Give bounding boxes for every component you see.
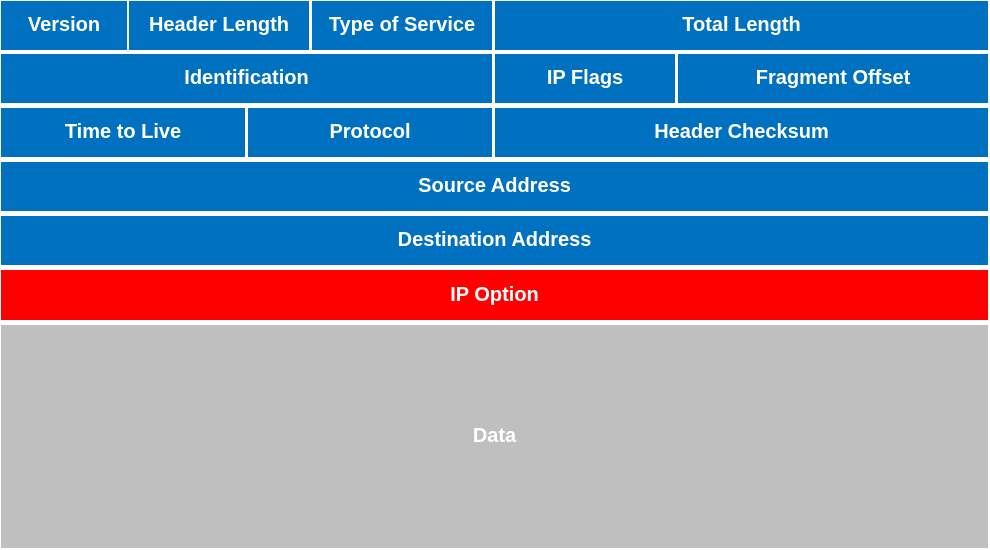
field-protocol: Protocol	[248, 108, 492, 157]
field-version: Version	[1, 1, 127, 50]
field-time-to-live: Time to Live	[1, 108, 245, 157]
field-data: Data	[1, 325, 988, 548]
field-source-address: Source Address	[1, 162, 988, 211]
field-header-checksum: Header Checksum	[495, 108, 988, 157]
field-header-length: Header Length	[129, 1, 309, 50]
field-ip-option: IP Option	[1, 270, 988, 320]
field-fragment-offset: Fragment Offset	[678, 54, 988, 103]
field-total-length: Total Length	[495, 1, 988, 50]
field-destination-address: Destination Address	[1, 216, 988, 265]
field-identification: Identification	[1, 54, 492, 103]
field-type-of-service: Type of Service	[312, 1, 492, 50]
field-ip-flags: IP Flags	[495, 54, 675, 103]
